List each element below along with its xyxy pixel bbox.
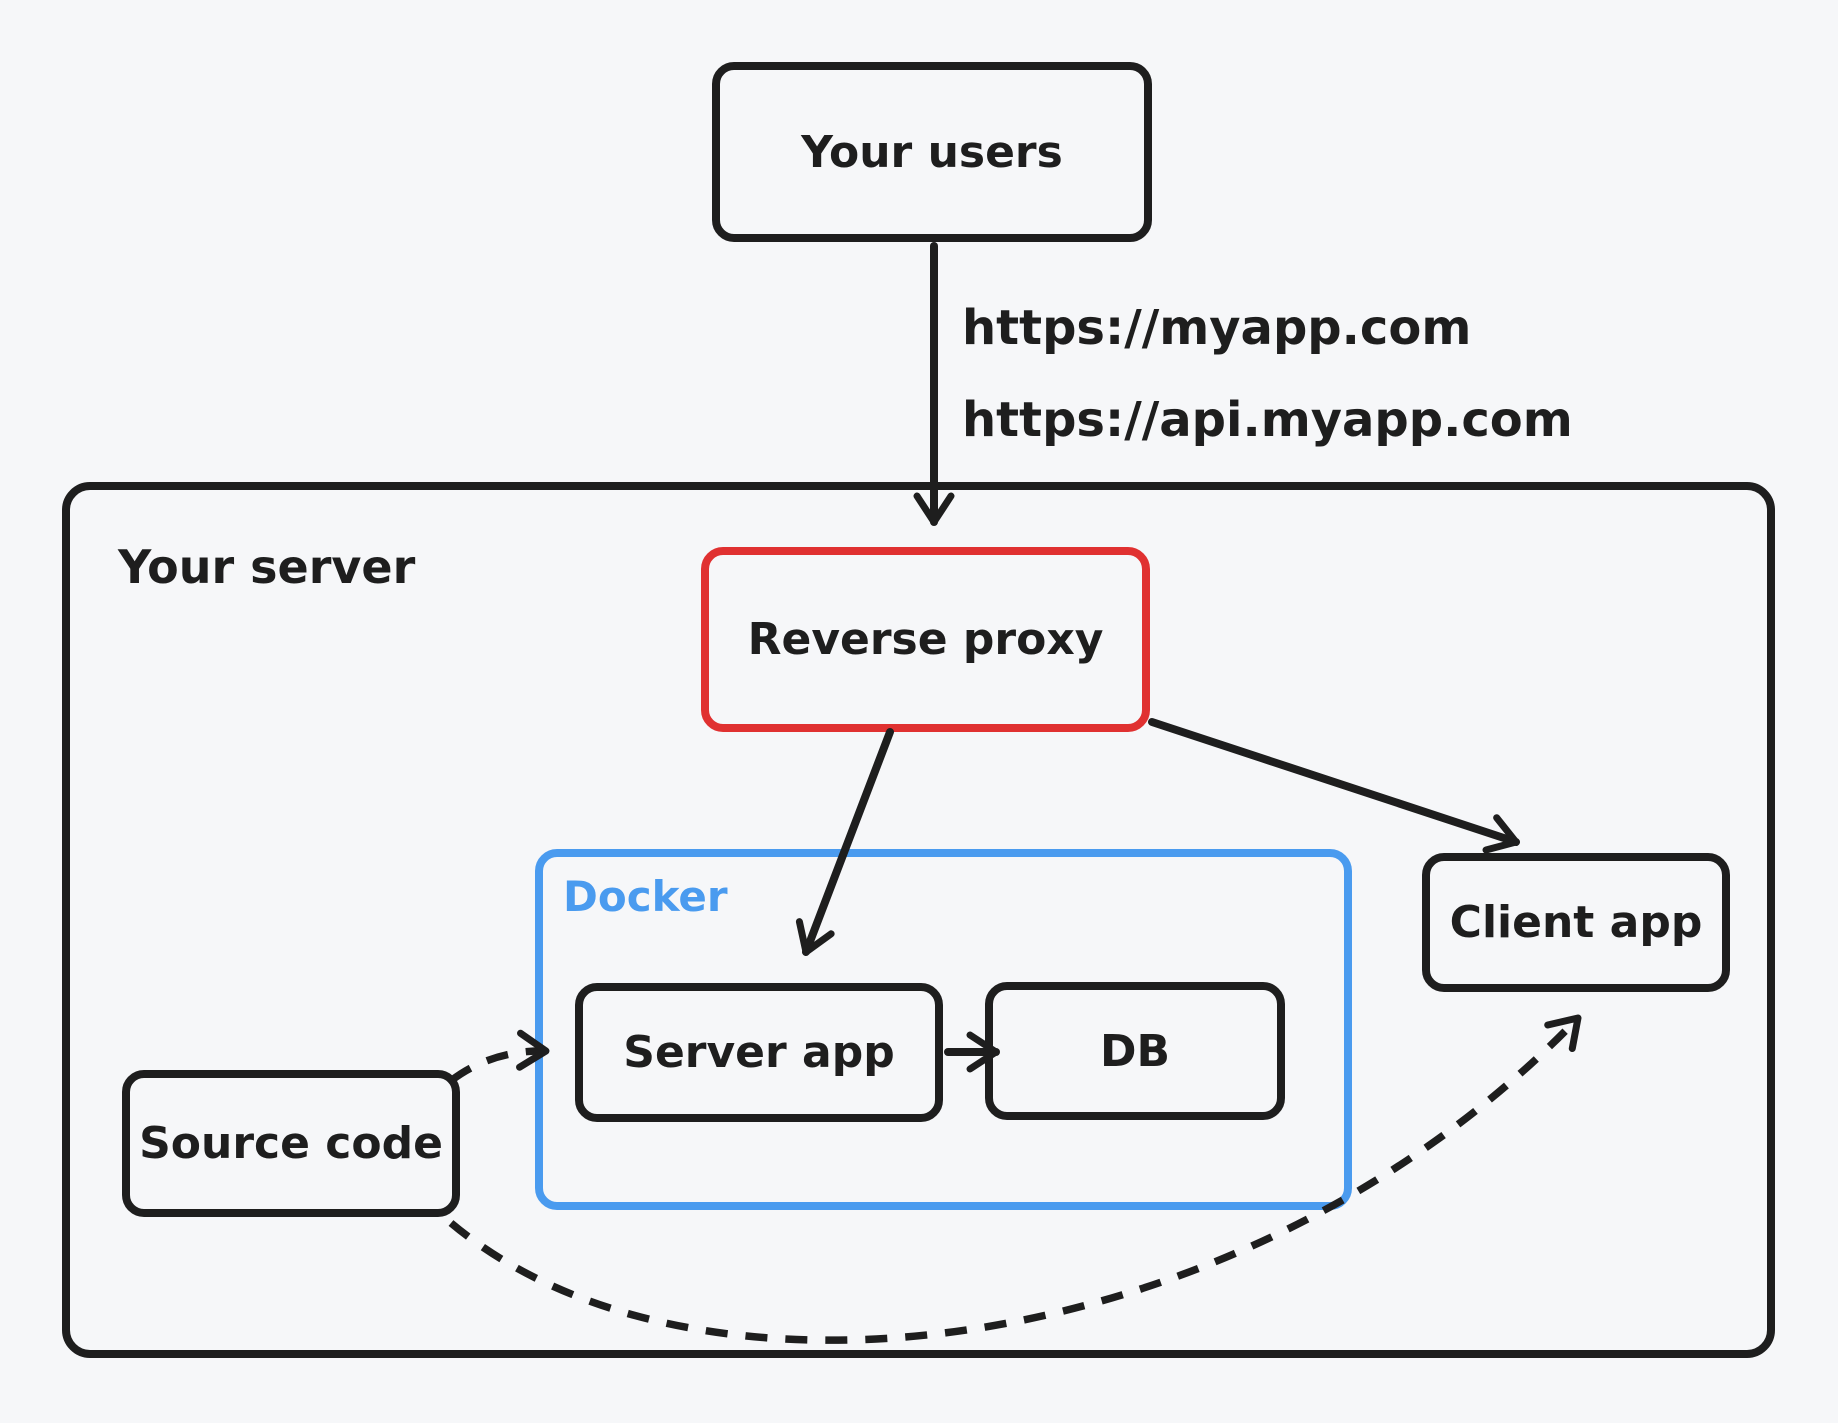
node-reverse-proxy-label: Reverse proxy <box>747 614 1104 665</box>
node-server-app-label: Server app <box>623 1027 895 1078</box>
node-client-app-label: Client app <box>1449 897 1703 948</box>
node-source-code-box: Source code <box>122 1070 460 1217</box>
node-your-server-label: Your server <box>118 540 416 594</box>
node-your-users-label: Your users <box>801 126 1063 178</box>
node-your-users-box: Your users <box>712 62 1152 242</box>
node-reverse-proxy-box: Reverse proxy <box>701 547 1150 732</box>
node-source-code-label: Source code <box>139 1118 443 1169</box>
arrow-label-api-myapp-url: https://api.myapp.com <box>962 392 1573 448</box>
node-docker-label: Docker <box>563 872 728 921</box>
arrow-label-myapp-url: https://myapp.com <box>962 300 1472 356</box>
node-db-label: DB <box>1099 1025 1171 1077</box>
node-client-app-box: Client app <box>1422 853 1730 992</box>
node-db-box: DB <box>985 982 1285 1120</box>
node-your-server-box <box>62 482 1775 1358</box>
node-server-app-box: Server app <box>575 983 943 1122</box>
